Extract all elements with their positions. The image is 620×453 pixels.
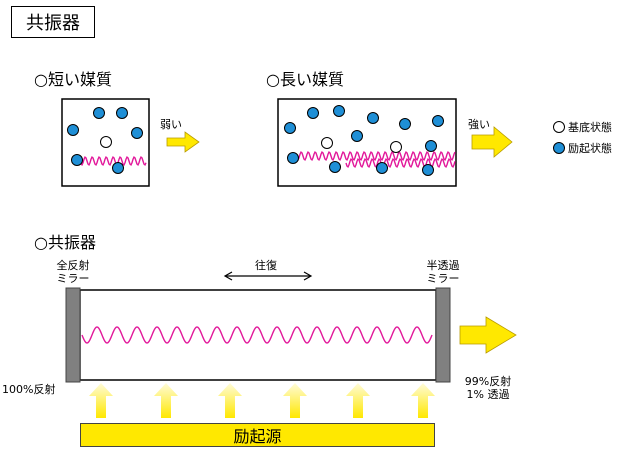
excited-state-atom xyxy=(333,105,345,117)
ground-state-atom xyxy=(321,137,333,149)
legend-ground-label: 基底状態 xyxy=(568,121,612,134)
page-title: 共振器 xyxy=(11,6,95,38)
excited-state-atom xyxy=(112,162,124,174)
ground-state-atom xyxy=(100,136,112,148)
pump-arrow xyxy=(89,383,113,418)
excited-state-atom xyxy=(367,112,379,124)
legend-excited-label: 励起状態 xyxy=(568,142,612,155)
left-reflect-label: 100%反射 xyxy=(2,383,56,396)
excited-state-atom xyxy=(67,124,79,136)
excited-state-atom xyxy=(422,164,434,176)
long-medium-wave-2 xyxy=(345,158,456,168)
excited-state-atom xyxy=(376,162,388,174)
ground-state-atom xyxy=(390,141,402,153)
pump-source-bar: 励起源 xyxy=(80,423,435,447)
excited-state-atom xyxy=(432,115,444,127)
excited-state-atom xyxy=(287,152,299,164)
long-medium-wave xyxy=(295,151,456,161)
pump-arrow xyxy=(283,383,307,418)
right-mirror xyxy=(435,287,451,383)
excited-state-atom xyxy=(329,161,341,173)
short-medium-heading: ○短い媒質 xyxy=(34,70,112,89)
legend-excited-icon xyxy=(553,142,565,154)
resonator-output-arrow xyxy=(459,316,517,354)
excited-state-atom xyxy=(131,127,143,139)
excited-state-atom xyxy=(351,130,363,142)
pump-arrow xyxy=(154,383,178,418)
excited-state-atom xyxy=(71,154,83,166)
pump-arrow xyxy=(411,383,435,418)
pump-arrow xyxy=(346,383,370,418)
short-medium-wave xyxy=(79,156,147,166)
weak-output-arrow xyxy=(166,131,200,153)
right-mirror-label: 半透過 ミラー xyxy=(426,259,460,285)
legend-ground-icon xyxy=(553,121,565,133)
resonator-heading: ○共振器 xyxy=(34,233,96,252)
weak-label: 弱い xyxy=(160,118,182,131)
left-mirror xyxy=(65,287,81,383)
excited-state-atom xyxy=(425,140,437,152)
excited-state-atom xyxy=(93,107,105,119)
round-trip-label: 往復 xyxy=(255,259,277,272)
strong-label: 強い xyxy=(468,118,490,131)
pump-arrow xyxy=(218,383,242,418)
resonator-wave xyxy=(81,326,433,344)
long-medium-heading: ○長い媒質 xyxy=(266,70,344,89)
excited-state-atom xyxy=(116,107,128,119)
excited-state-atom xyxy=(399,118,411,130)
excited-state-atom xyxy=(284,122,296,134)
excited-state-atom xyxy=(307,107,319,119)
strong-output-arrow xyxy=(471,126,513,158)
right-output-label: 99%反射 1% 透過 xyxy=(464,375,512,401)
left-mirror-label: 全反射 ミラー xyxy=(56,259,90,285)
